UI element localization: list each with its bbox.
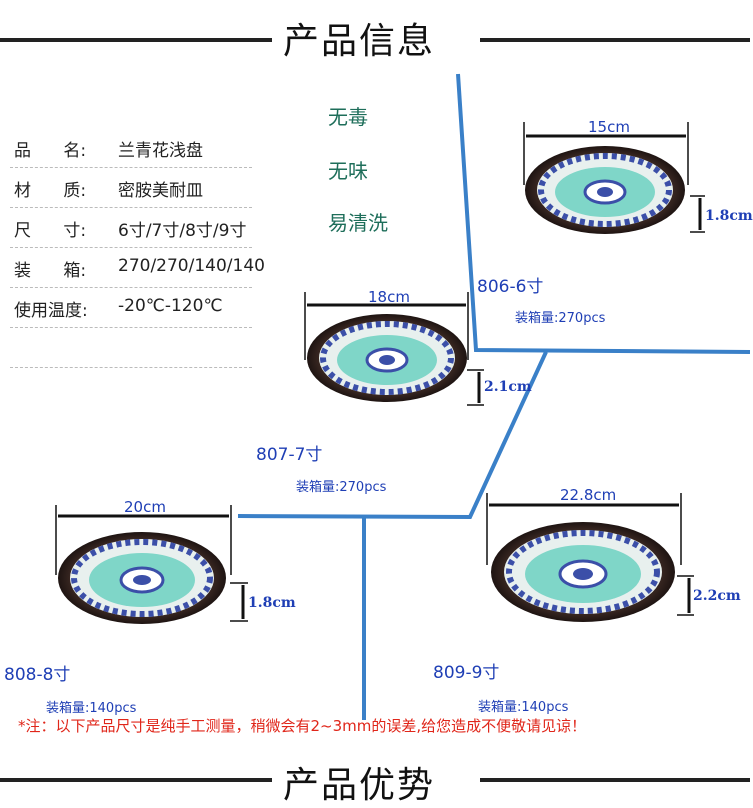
header-rule-left	[0, 38, 272, 42]
info-value: 6寸/7寸/8寸/9寸	[118, 221, 247, 241]
measurement-note: *注：以下产品尺寸是纯手工测量，稍微会有2~3mm的误差,给您造成不便敬请见谅！	[18, 717, 587, 735]
info-value: 270/270/140/140	[118, 256, 265, 276]
section-title-product-info: 产品信息	[283, 21, 436, 62]
plate-807-image	[307, 314, 467, 402]
info-label: 品 名:	[14, 141, 87, 161]
info-row-temperature: 使用温度: -20℃-120℃	[10, 287, 252, 328]
info-label: 材 质:	[14, 181, 87, 201]
divider-line-middle	[237, 351, 548, 520]
plate-806-height: 1.8cm	[705, 208, 753, 224]
plate-808-height: 1.8cm	[248, 595, 296, 611]
plate-808-width: 20cm	[124, 498, 166, 516]
plate-808-image	[58, 532, 226, 624]
plate-807-pack: 装箱量:270pcs	[296, 480, 387, 495]
info-row-empty	[10, 327, 252, 368]
info-row-name: 品 名: 兰青花浅盘	[10, 127, 252, 168]
feature-odorless: 无味	[328, 159, 368, 183]
plate-807-code: 807-7寸	[256, 445, 323, 465]
feature-easy-clean: 易清洗	[328, 211, 388, 235]
info-label: 使用温度:	[14, 301, 88, 321]
plate-808-code: 808-8寸	[4, 665, 71, 685]
info-row-material: 材 质: 密胺美耐皿	[10, 167, 252, 208]
footer-rule-left	[0, 778, 272, 782]
info-label: 尺 寸:	[14, 221, 87, 241]
footer-rule-right	[480, 778, 750, 782]
plate-806-pack: 装箱量:270pcs	[515, 311, 606, 326]
plate-807-width: 18cm	[368, 288, 410, 306]
info-value: 密胺美耐皿	[118, 181, 203, 201]
plate-809-height: 2.2cm	[693, 588, 741, 604]
plate-809-image	[491, 522, 675, 622]
plate-809-pack: 装箱量:140pcs	[478, 700, 569, 715]
plate-809-code: 809-9寸	[433, 663, 500, 683]
info-value: -20℃-120℃	[118, 296, 223, 316]
divider-line-upper	[456, 73, 751, 354]
plate-806-code: 806-6寸	[477, 277, 544, 297]
info-value: 兰青花浅盘	[118, 141, 203, 161]
plate-807-height: 2.1cm	[484, 379, 532, 395]
plate-809-width: 22.8cm	[560, 486, 617, 504]
feature-non-toxic: 无毒	[328, 105, 368, 129]
info-row-packing: 装 箱: 270/270/140/140	[10, 247, 265, 288]
header-rule-right	[480, 38, 750, 42]
plate-806-width: 15cm	[588, 118, 630, 136]
info-label: 装 箱:	[14, 261, 87, 281]
section-title-product-advantages: 产品优势	[283, 765, 436, 806]
plate-808-pack: 装箱量:140pcs	[46, 701, 137, 716]
plate-806-image	[525, 146, 685, 234]
info-row-size: 尺 寸: 6寸/7寸/8寸/9寸	[10, 207, 252, 248]
